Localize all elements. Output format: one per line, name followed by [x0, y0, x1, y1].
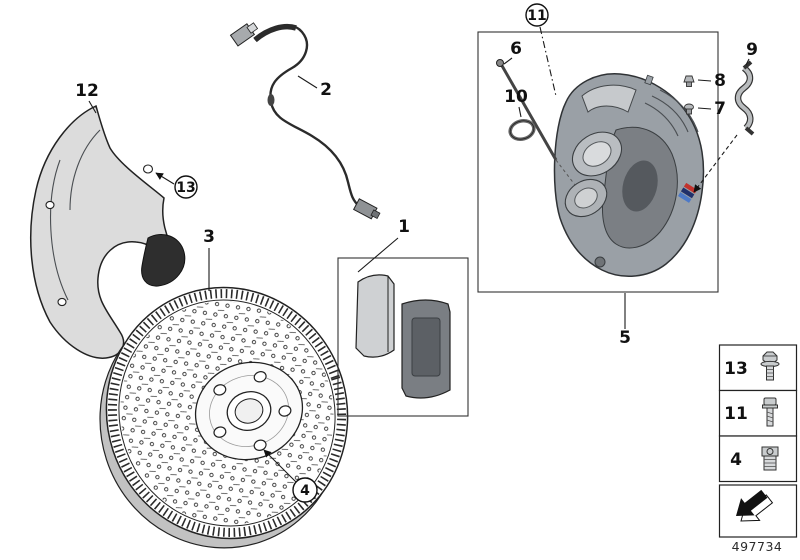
callout-5[interactable]: 5 — [619, 293, 631, 348]
caliper-window — [622, 160, 658, 212]
torx-screw-icon — [762, 397, 778, 427]
legend-table: 13 11 4 — [718, 344, 798, 483]
leader-line — [503, 57, 513, 65]
callout-label: 4 — [300, 483, 310, 499]
legend-row-label: 13 — [724, 359, 748, 379]
callout-2[interactable]: 2 — [297, 75, 332, 100]
callout-13[interactable]: 13 — [155, 172, 198, 199]
legend-row[interactable]: 13 — [718, 344, 798, 392]
callout-label: 8 — [714, 71, 726, 91]
wheel-bolt-hole — [213, 426, 227, 438]
shield-screw-hole — [45, 200, 55, 210]
callout-label: 10 — [504, 87, 528, 107]
leader-line — [539, 26, 557, 97]
leader-line — [88, 100, 97, 114]
callout-label: 7 — [714, 99, 726, 119]
sensor-plug-end — [352, 198, 381, 220]
direction-arrow-icon — [736, 489, 774, 522]
callout-3[interactable]: 3 — [203, 227, 215, 291]
callout-10[interactable]: 10 — [504, 87, 528, 118]
leader-line — [693, 134, 738, 193]
caliper-mount-hole — [594, 256, 606, 268]
retaining-spring-drawing — [734, 60, 755, 136]
callout-label: 13 — [176, 180, 195, 196]
caliper-box — [477, 31, 719, 293]
bleeder-valve — [644, 74, 654, 86]
brake-pads-box — [337, 257, 469, 417]
shield-mount-tab — [141, 234, 186, 287]
caliper-drawing — [553, 73, 705, 277]
wheel-bolt-hole — [253, 371, 267, 383]
pad-friction-surface — [411, 317, 441, 377]
sensor-connector — [229, 22, 259, 47]
callout-label: 3 — [203, 227, 215, 247]
leader-line — [297, 75, 318, 89]
callout-4[interactable]: 4 — [263, 449, 318, 503]
leader-line — [697, 107, 712, 110]
callout-1[interactable]: 1 — [357, 217, 410, 273]
wheel-bolt-hole — [278, 405, 292, 417]
callout-8[interactable]: 8 — [697, 71, 726, 91]
callout-12[interactable]: 12 — [75, 81, 99, 114]
callout-label: 6 — [510, 39, 522, 59]
direction-symbol-box — [718, 484, 798, 538]
callout-label: 2 — [320, 80, 332, 100]
leader-line — [155, 172, 175, 185]
leader-line — [263, 449, 297, 483]
callout-label: 1 — [398, 217, 410, 237]
brake-pad-outer — [355, 274, 395, 358]
leader-line — [745, 58, 750, 66]
callout-6[interactable]: 6 — [503, 39, 522, 65]
legend-row[interactable]: 4 — [718, 435, 798, 483]
shield-screw-hole — [142, 164, 154, 174]
seal-ring-drawing — [508, 119, 536, 141]
legend-row[interactable]: 11 — [718, 389, 798, 437]
part-number: 497734 — [732, 539, 783, 554]
shield-screw-hole — [57, 297, 67, 307]
flange-bolt-icon — [760, 351, 780, 381]
callout-11[interactable]: 11 — [525, 3, 557, 97]
plug-screw-icon — [761, 446, 779, 471]
wear-sensor-drawing — [229, 22, 381, 220]
brake-pads-drawing — [355, 274, 451, 399]
legend-row-label: 4 — [730, 450, 742, 470]
caliper-top-opening — [581, 84, 637, 113]
leader-line — [697, 79, 712, 82]
callout-label: 5 — [619, 328, 631, 348]
wheel-bolt-hole — [253, 439, 267, 451]
wheel-bolt-hole — [213, 384, 227, 396]
callout-label: 11 — [527, 8, 546, 24]
vent-screw-drawing — [683, 75, 695, 87]
cable-grommet — [267, 94, 275, 106]
dust-shield-drawing — [29, 104, 186, 359]
leader-line — [357, 237, 399, 273]
callout-label: 9 — [746, 40, 758, 60]
disc-rim-hatching — [107, 289, 347, 537]
callout-label: 12 — [75, 81, 99, 101]
legend-row-label: 11 — [724, 404, 748, 424]
callout-7[interactable]: 7 — [697, 99, 726, 119]
guide-pin-drawing — [496, 59, 576, 186]
callout-9[interactable]: 9 — [745, 40, 758, 66]
dust-cap-drawing — [684, 103, 694, 115]
leader-line — [518, 106, 522, 118]
